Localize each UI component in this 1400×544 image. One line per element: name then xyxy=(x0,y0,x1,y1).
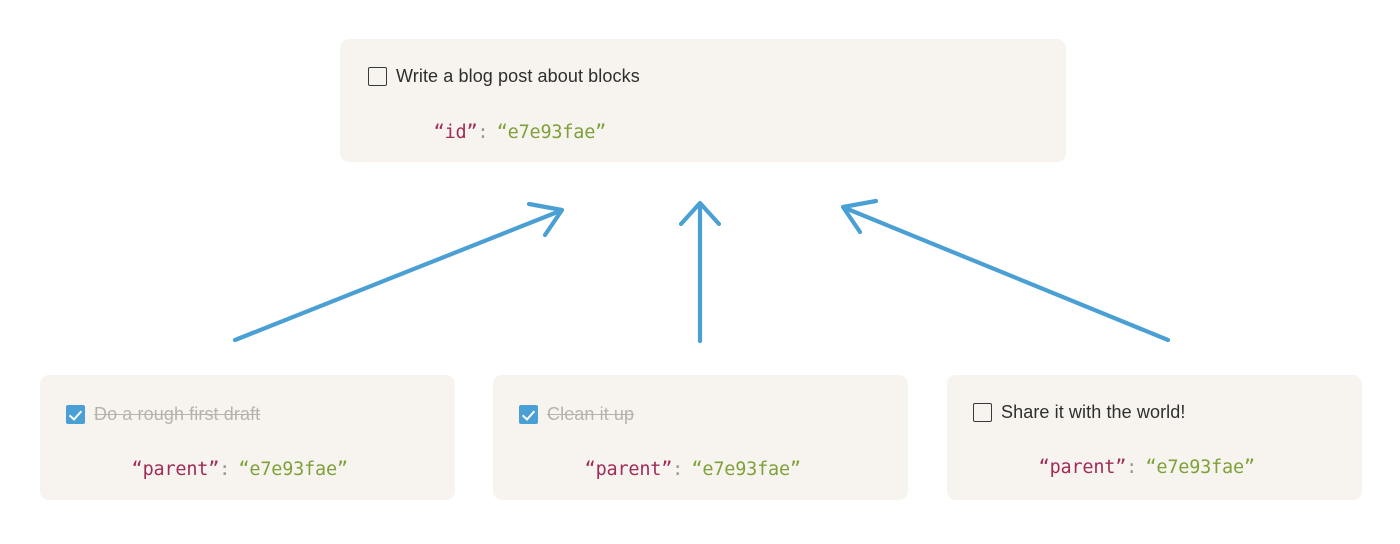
child-parent-kv: “parent”: “e7e93fae” xyxy=(973,436,1362,499)
child-todo-label: Do a rough first draft xyxy=(94,404,261,424)
arrow-right-child-to-parent xyxy=(840,198,1171,343)
parent-id-kv: “id”: “e7e93fae” xyxy=(368,101,1066,164)
parent-id-key: “id” xyxy=(433,122,478,143)
checkbox-empty-icon[interactable] xyxy=(973,403,992,422)
child-block-card[interactable]: Do a rough first draft “parent”: “e7e93fa… xyxy=(40,375,455,500)
child-parent-kv: “parent”: “e7e93fae” xyxy=(66,438,455,501)
checkbox-checked-icon[interactable] xyxy=(66,405,85,424)
parent-block-card[interactable]: Write a blog post about blocks “id”: “e7e… xyxy=(340,39,1066,162)
child-parent-key: “parent” xyxy=(584,459,673,480)
child-parent-colon: : xyxy=(219,459,231,480)
child-parent-kv: “parent”: “e7e93fae” xyxy=(519,438,908,501)
child-parent-value: “e7e93fae” xyxy=(691,459,801,480)
arrow-left-child-to-parent xyxy=(232,201,565,343)
child-parent-key: “parent” xyxy=(131,459,220,480)
parent-todo-row[interactable]: Write a blog post about blocks xyxy=(368,66,1066,87)
child-todo-row[interactable]: Do a rough first draft xyxy=(66,404,455,425)
child-block-card[interactable]: Clean it up “parent”: “e7e93fae” xyxy=(493,375,908,500)
child-todo-label: Share it with the world! xyxy=(1001,402,1186,422)
arrow-middle-child-to-parent xyxy=(678,200,722,344)
child-parent-key: “parent” xyxy=(1038,457,1127,478)
parent-todo-label: Write a blog post about blocks xyxy=(396,66,640,86)
child-todo-row[interactable]: Share it with the world! xyxy=(973,402,1362,423)
child-parent-colon: : xyxy=(672,459,684,480)
child-parent-value: “e7e93fae” xyxy=(1145,457,1255,478)
child-todo-row[interactable]: Clean it up xyxy=(519,404,908,425)
child-todo-label: Clean it up xyxy=(547,404,635,424)
checkbox-empty-icon[interactable] xyxy=(368,67,387,86)
child-parent-colon: : xyxy=(1126,457,1138,478)
child-block-card[interactable]: Share it with the world! “parent”: “e7e93… xyxy=(947,375,1362,500)
parent-id-value: “e7e93fae” xyxy=(496,122,607,143)
parent-id-colon: : xyxy=(477,122,489,143)
child-parent-value: “e7e93fae” xyxy=(238,459,348,480)
checkbox-checked-icon[interactable] xyxy=(519,405,538,424)
